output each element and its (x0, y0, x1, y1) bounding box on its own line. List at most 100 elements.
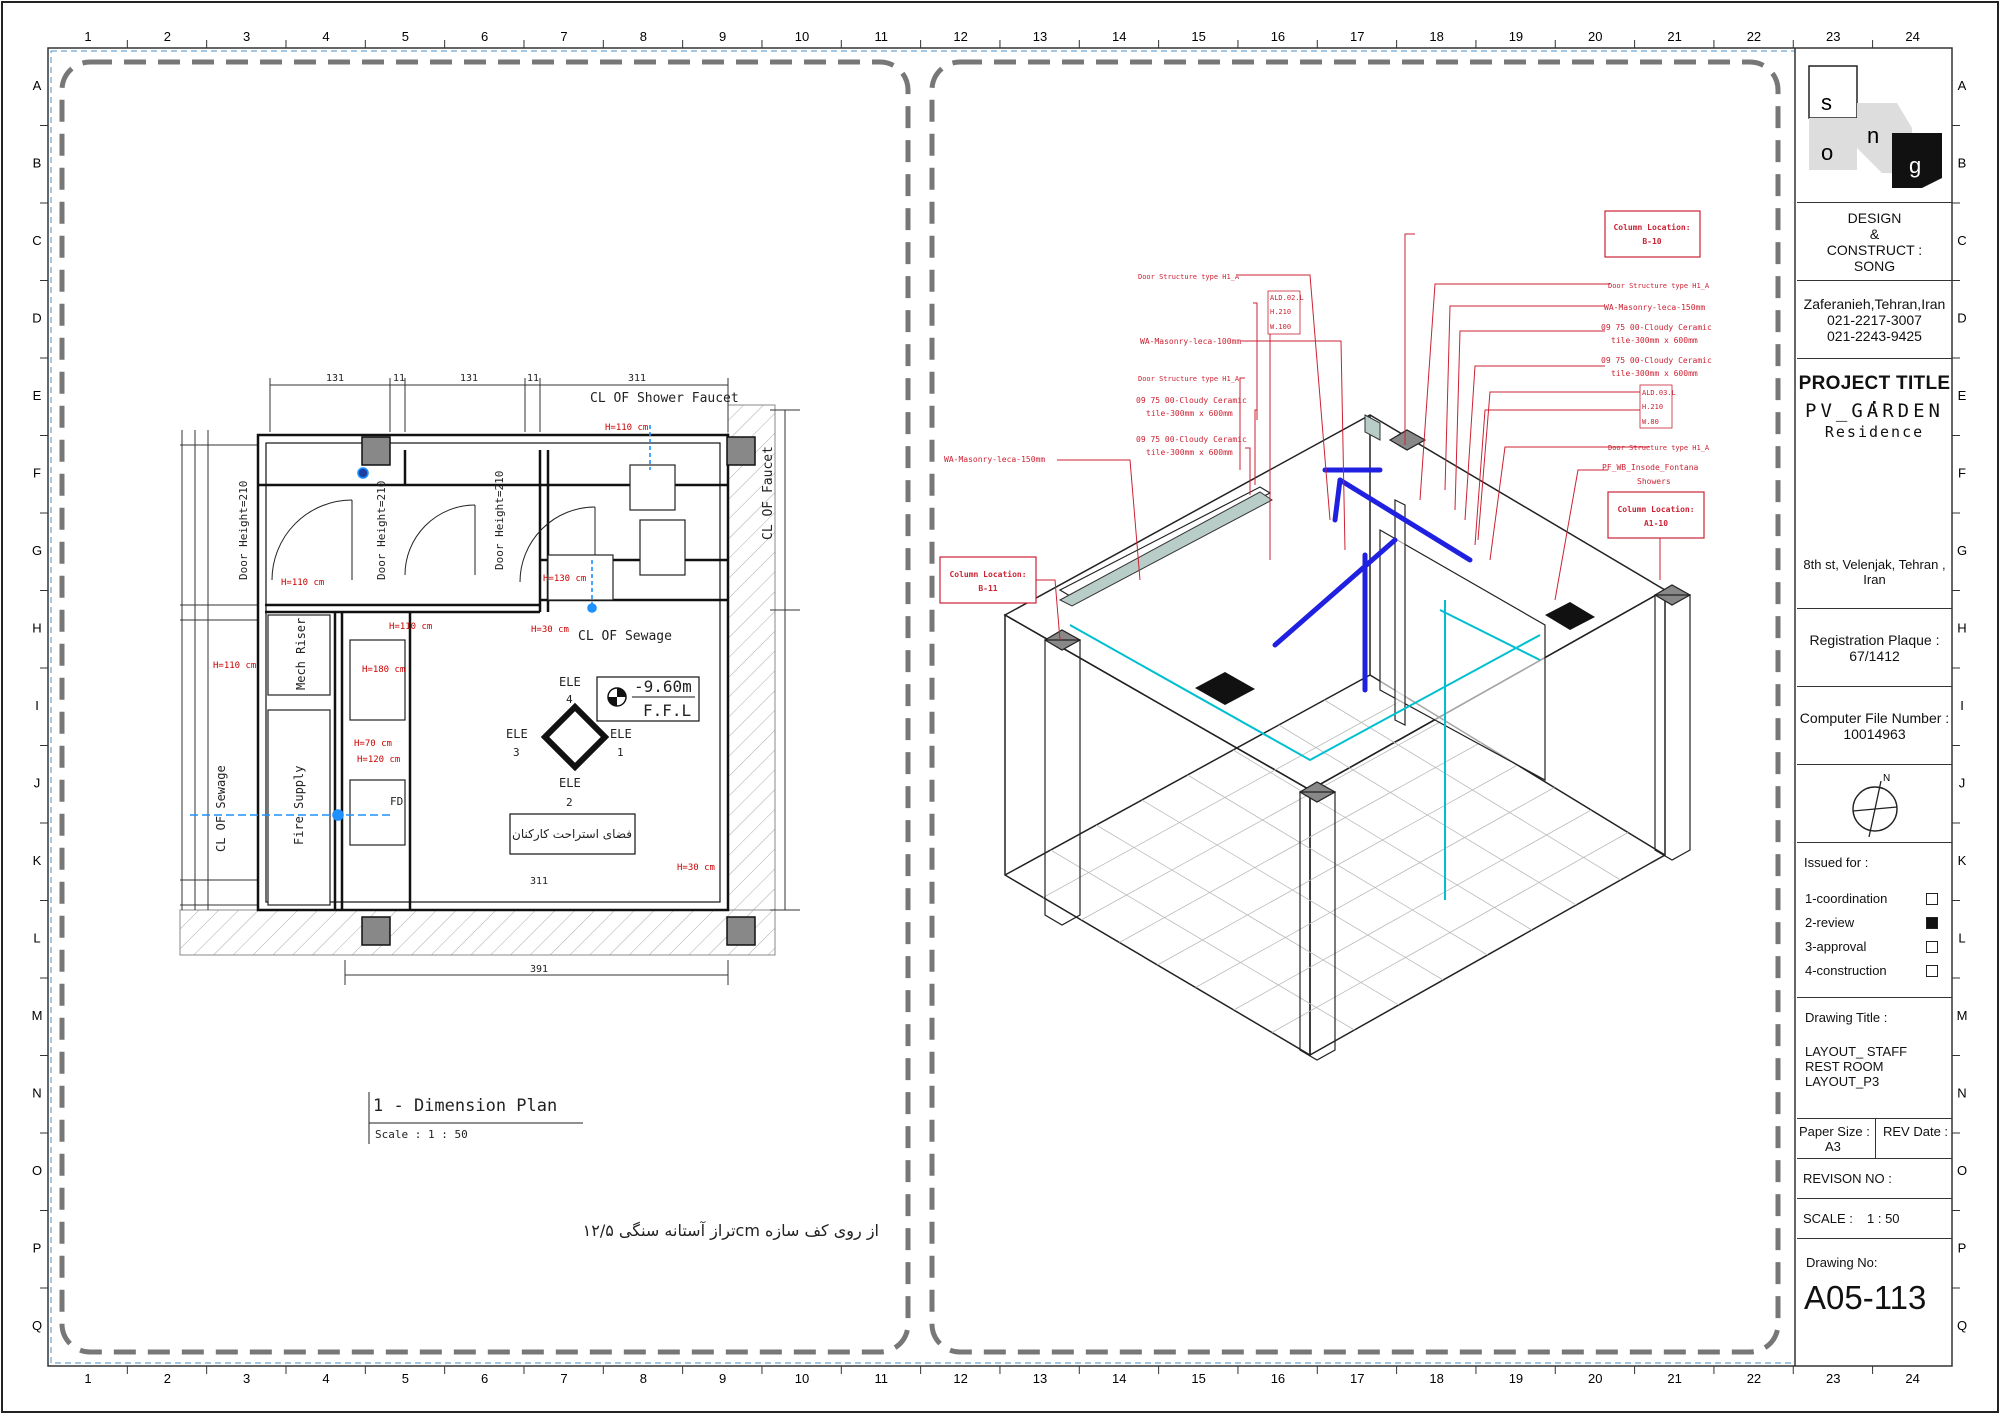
plaque-label: Registration Plaque : (1809, 631, 1940, 648)
grid-row-left-H: H (32, 621, 41, 636)
height-h110b: H=110 cm (281, 578, 324, 588)
hatch-bottom-wall (179, 909, 776, 956)
hatch-right-wall (727, 404, 776, 911)
grid-row-right-E: E (1958, 388, 1967, 403)
grid-col-top-22: 22 (1747, 29, 1761, 44)
isometric-view: Column Location: B-10 Column Location: A… (939, 210, 1712, 1061)
label-ele-3-num: 3 (513, 746, 520, 759)
grid-row-right-Q: Q (1957, 1318, 1967, 1333)
grid-col-top-10: 10 (795, 29, 809, 44)
grid-row-right-B: B (1958, 156, 1967, 171)
grid-row-right-L: L (1958, 931, 1965, 946)
site-address: 8th st, Velenjak, Tehran , Iran (1803, 557, 1946, 587)
grid-row-left-E: E (33, 388, 42, 403)
grid-col-top-7: 7 (560, 29, 567, 44)
plaque-value: 67/1412 (1849, 647, 1900, 664)
grid-col-top-14: 14 (1112, 29, 1126, 44)
callout-tile-2b: tile-300mm x 600mm (1146, 448, 1233, 457)
dim-311b: 311 (530, 876, 548, 887)
label-ele-2: ELE (559, 776, 581, 790)
height-h180: H=180 cm (362, 665, 405, 675)
iso-viewport-frame (929, 59, 1781, 1355)
grid-col-bottom-2: 2 (164, 1371, 171, 1386)
label-door-height-3: Door Height=210 (493, 471, 506, 570)
grid-row-left-O: O (32, 1163, 42, 1178)
design-line-4: SONG (1853, 257, 1896, 274)
rev-date-label: REV Date : (1883, 1124, 1949, 1139)
grid-col-bottom-6: 6 (481, 1371, 488, 1386)
drawing-title-line-3: LAYOUT_P3 (1805, 1074, 1880, 1089)
height-h110c: H=110 cm (389, 622, 432, 632)
issue-checkbox-3[interactable] (1926, 941, 1938, 953)
issue-checkbox-1[interactable] (1926, 893, 1938, 905)
plan-scale: Scale : 1 : 50 (375, 1128, 468, 1141)
issue-item-3: 3-approval (1805, 939, 1867, 954)
callout-col-b11-1: Column Location: (949, 569, 1026, 579)
drawing-title-cell: Drawing Title : LAYOUT_ STAFF REST ROOM … (1797, 998, 1952, 1119)
paper-rev-cell: Paper Size : A3 REV Date : (1797, 1119, 1952, 1159)
dim-131a: 131 (326, 373, 344, 384)
label-ele-4-num: 4 (566, 693, 573, 706)
grid-col-bottom-19: 19 (1509, 1371, 1523, 1386)
callout-ald03-1: ALD.03.L (1642, 389, 1676, 397)
grid-col-top-1: 1 (84, 29, 91, 44)
grid-col-bottom-18: 18 (1429, 1371, 1443, 1386)
grid-col-bottom-14: 14 (1112, 1371, 1126, 1386)
design-line-2: & (1869, 225, 1880, 242)
callout-tile-1b: tile-300mm x 600mm (1146, 409, 1233, 418)
label-level: -9.60m (634, 677, 692, 696)
logo-letter-g: g (1909, 153, 1921, 178)
stove-icon (1195, 672, 1255, 705)
grid-col-top-15: 15 (1191, 29, 1205, 44)
logo-letter-n: n (1867, 123, 1879, 148)
project-name-2: Residence (1824, 423, 1925, 441)
shower-head-icon (1545, 602, 1595, 630)
project-title-label: PROJECT TITLE : (1798, 373, 1951, 416)
dim-131b: 131 (460, 373, 478, 384)
label-door-height-1: Door Height=210 (237, 481, 250, 580)
label-sewage-left: CL OF Sewage (214, 765, 228, 852)
grid-row-left-G: G (32, 543, 42, 558)
grid-col-top-20: 20 (1588, 29, 1602, 44)
grid-row-left-D: D (32, 311, 41, 326)
grid-col-top-3: 3 (243, 29, 250, 44)
issue-checkbox-4[interactable] (1926, 965, 1938, 977)
callout-col-a110-1: Column Location: (1617, 504, 1694, 514)
grid-row-right-H: H (1957, 621, 1966, 636)
grid-col-top-13: 13 (1033, 29, 1047, 44)
grid-col-bottom-9: 9 (719, 1371, 726, 1386)
grid-row-left-C: C (32, 233, 41, 248)
issue-checkbox-2[interactable] (1926, 917, 1938, 929)
grid-col-top-4: 4 (322, 29, 329, 44)
grid-row-right-F: F (1958, 466, 1966, 481)
revision-cell: REVISON NO : (1797, 1159, 1952, 1199)
grid-row-left-M: M (32, 1008, 43, 1023)
file-number-label: Computer File Number : (1799, 709, 1950, 726)
issue-item-4: 4-construction (1805, 963, 1887, 978)
grid-row-left-K: K (33, 853, 42, 868)
label-fd: FD (390, 795, 403, 808)
height-h30a: H=30 cm (531, 625, 569, 635)
height-h110d: H=110 cm (213, 661, 256, 671)
grid-col-top-12: 12 (953, 29, 967, 44)
label-faucet: CL OF Faucet (761, 446, 776, 540)
elevation-marker (540, 702, 610, 772)
logo-letter-o: o (1821, 140, 1833, 165)
callout-ald02-2: H.210 (1270, 308, 1291, 316)
address-cell: Zaferanieh,Tehran,Iran 021-2217-3007 021… (1797, 281, 1952, 359)
drawing-title-line-2: REST ROOM (1805, 1059, 1884, 1074)
grid-col-bottom-20: 20 (1588, 1371, 1602, 1386)
grid-col-bottom-7: 7 (560, 1371, 567, 1386)
grid-col-top-18: 18 (1429, 29, 1443, 44)
callout-door-struct-4: Door Structure type H1_A (1608, 444, 1710, 452)
dim-311: 311 (628, 373, 646, 384)
threshold-note: تراز آستانه سنگی ۱۲/۵cm از روی کف سازه (583, 1221, 879, 1241)
dim-11b: 11 (527, 373, 539, 384)
grid-row-left-B: B (33, 156, 42, 171)
callout-wa-100: WA-Masonry-leca-100mm (1140, 337, 1241, 346)
callout-ald03-3: W.80 (1642, 418, 1659, 426)
scale-cell: SCALE : 1 : 50 (1797, 1199, 1952, 1239)
grid-col-bottom-11: 11 (875, 1371, 889, 1386)
label-door-height-2: Door Height=210 (375, 481, 388, 580)
